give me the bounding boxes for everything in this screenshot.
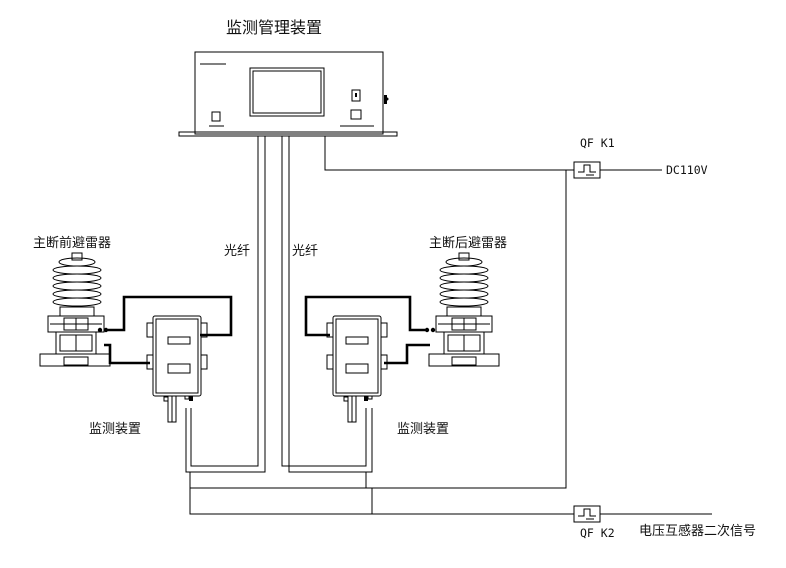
monitor-left-label: 监测装置 <box>89 422 141 437</box>
management-unit <box>178 51 398 137</box>
power-supply-label: DC110V <box>666 163 708 177</box>
arrester-right-wiring <box>304 295 430 365</box>
breaker-icon <box>578 164 596 173</box>
monitor-right-label: 监测装置 <box>397 422 449 437</box>
fiber-right-label: 光纤 <box>292 244 318 259</box>
breaker-k2-label: QF K2 <box>580 526 615 540</box>
pt-signal-wiring <box>189 488 712 515</box>
breaker-k2 <box>573 505 601 523</box>
power-supply-wiring <box>189 136 662 489</box>
fiber-left <box>185 136 266 473</box>
arrester-right <box>424 252 500 367</box>
monitor-device-left <box>146 315 208 423</box>
page-title: 监测管理装置 <box>226 18 322 37</box>
port-icon <box>351 89 361 102</box>
breaker-icon <box>578 508 596 517</box>
breaker-k1-label: QF K1 <box>580 136 615 150</box>
fiber-left-label: 光纤 <box>224 244 250 259</box>
connector-icon <box>350 109 362 120</box>
left-arrester-label: 主断前避雷器 <box>33 235 111 251</box>
fiber-right <box>281 136 373 473</box>
arrester-left-wiring <box>104 295 233 365</box>
right-arrester-label: 主断后避雷器 <box>429 236 507 251</box>
arrester-left <box>39 252 111 367</box>
power-switch-icon <box>211 111 221 122</box>
management-unit-screen <box>249 67 325 117</box>
breaker-k1 <box>573 161 601 179</box>
monitor-device-right <box>326 315 388 423</box>
pt-signal-label: 电压互感器二次信号 <box>639 523 756 539</box>
